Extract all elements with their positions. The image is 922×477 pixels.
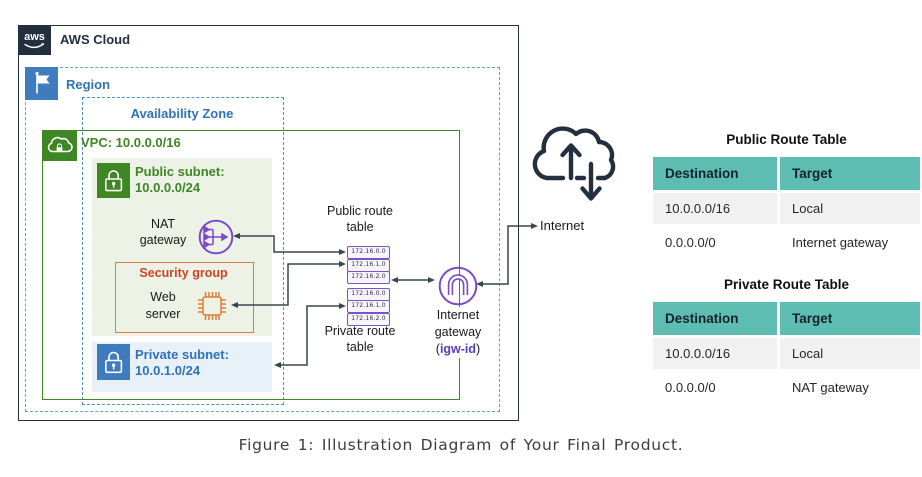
table-cell: 10.0.0.0/16 (653, 338, 777, 369)
internet-label: Internet (540, 218, 585, 233)
vpc-box (42, 130, 460, 400)
private-route-table: Destination Target 10.0.0.0/16 Local 0.0… (653, 302, 920, 403)
igw-id: igw-id (439, 342, 477, 356)
vpc-cloud-icon (42, 130, 77, 161)
table-cell: 0.0.0.0/0 (653, 372, 777, 403)
route-entry: 172.16.2.0 (347, 271, 390, 284)
availability-zone-box (82, 97, 284, 405)
web-server-label: Web server (145, 290, 181, 321)
table-cell: 0.0.0.0/0 (653, 227, 777, 258)
region-flag-icon (25, 67, 58, 100)
security-group-box (115, 262, 254, 333)
private-subnet-lock-icon (97, 344, 130, 380)
availability-zone-label: Availability Zone (130, 106, 234, 121)
region-label: Region (66, 77, 111, 92)
private-route-table-title: Private Route Table (723, 277, 850, 292)
svg-text:aws: aws (24, 31, 45, 43)
internet-gateway-label: Internet gateway (igw-id) (423, 307, 493, 358)
internet-cloud-icon (527, 108, 621, 208)
nat-gateway-icon (196, 217, 236, 257)
private-subnet-label: Private subnet: 10.0.1.0/24 (135, 347, 229, 378)
table-cell: 10.0.0.0/16 (653, 193, 777, 224)
public-route-table-label: Public route table (326, 204, 393, 234)
web-server-chip-icon (197, 289, 227, 323)
vpc-label: VPC: 10.0.0.0/16 (81, 135, 181, 150)
table-cell: Local (780, 193, 920, 224)
public-subnet-lock-icon (97, 163, 130, 198)
route-entry: 172.16.2.0 (347, 312, 390, 326)
public-subnet-label: Public subnet: 10.0.0.0/24 (135, 164, 225, 195)
aws-cloud-label: AWS Cloud (60, 32, 131, 47)
column-header: Destination (653, 302, 777, 335)
private-route-table-label: Private route table (324, 324, 396, 354)
route-entry: 172.16.1.0 (347, 300, 390, 313)
public-route-table: Destination Target 10.0.0.0/16 Local 0.0… (653, 157, 920, 258)
nat-gateway-label: NAT gateway (139, 217, 187, 247)
column-header: Target (780, 302, 920, 335)
figure-caption: Figure 1: Illustration Diagram of Your F… (238, 436, 684, 454)
column-header: Target (780, 157, 920, 190)
column-header: Destination (653, 157, 777, 190)
security-group-label: Security group (139, 266, 228, 280)
table-cell: Local (780, 338, 920, 369)
internet-gateway-icon (436, 264, 480, 308)
route-entry: 172.16.1.0 (347, 258, 390, 272)
aws-logo-icon: aws (18, 25, 51, 55)
route-entry: 172.16.0.0 (347, 246, 390, 259)
aws-cloud-box (18, 25, 519, 421)
public-route-table-title: Public Route Table (726, 132, 847, 147)
route-entry: 172.16.0.0 (347, 287, 390, 301)
region-box (25, 67, 500, 412)
table-cell: Internet gateway (780, 227, 920, 258)
table-cell: NAT gateway (780, 372, 920, 403)
